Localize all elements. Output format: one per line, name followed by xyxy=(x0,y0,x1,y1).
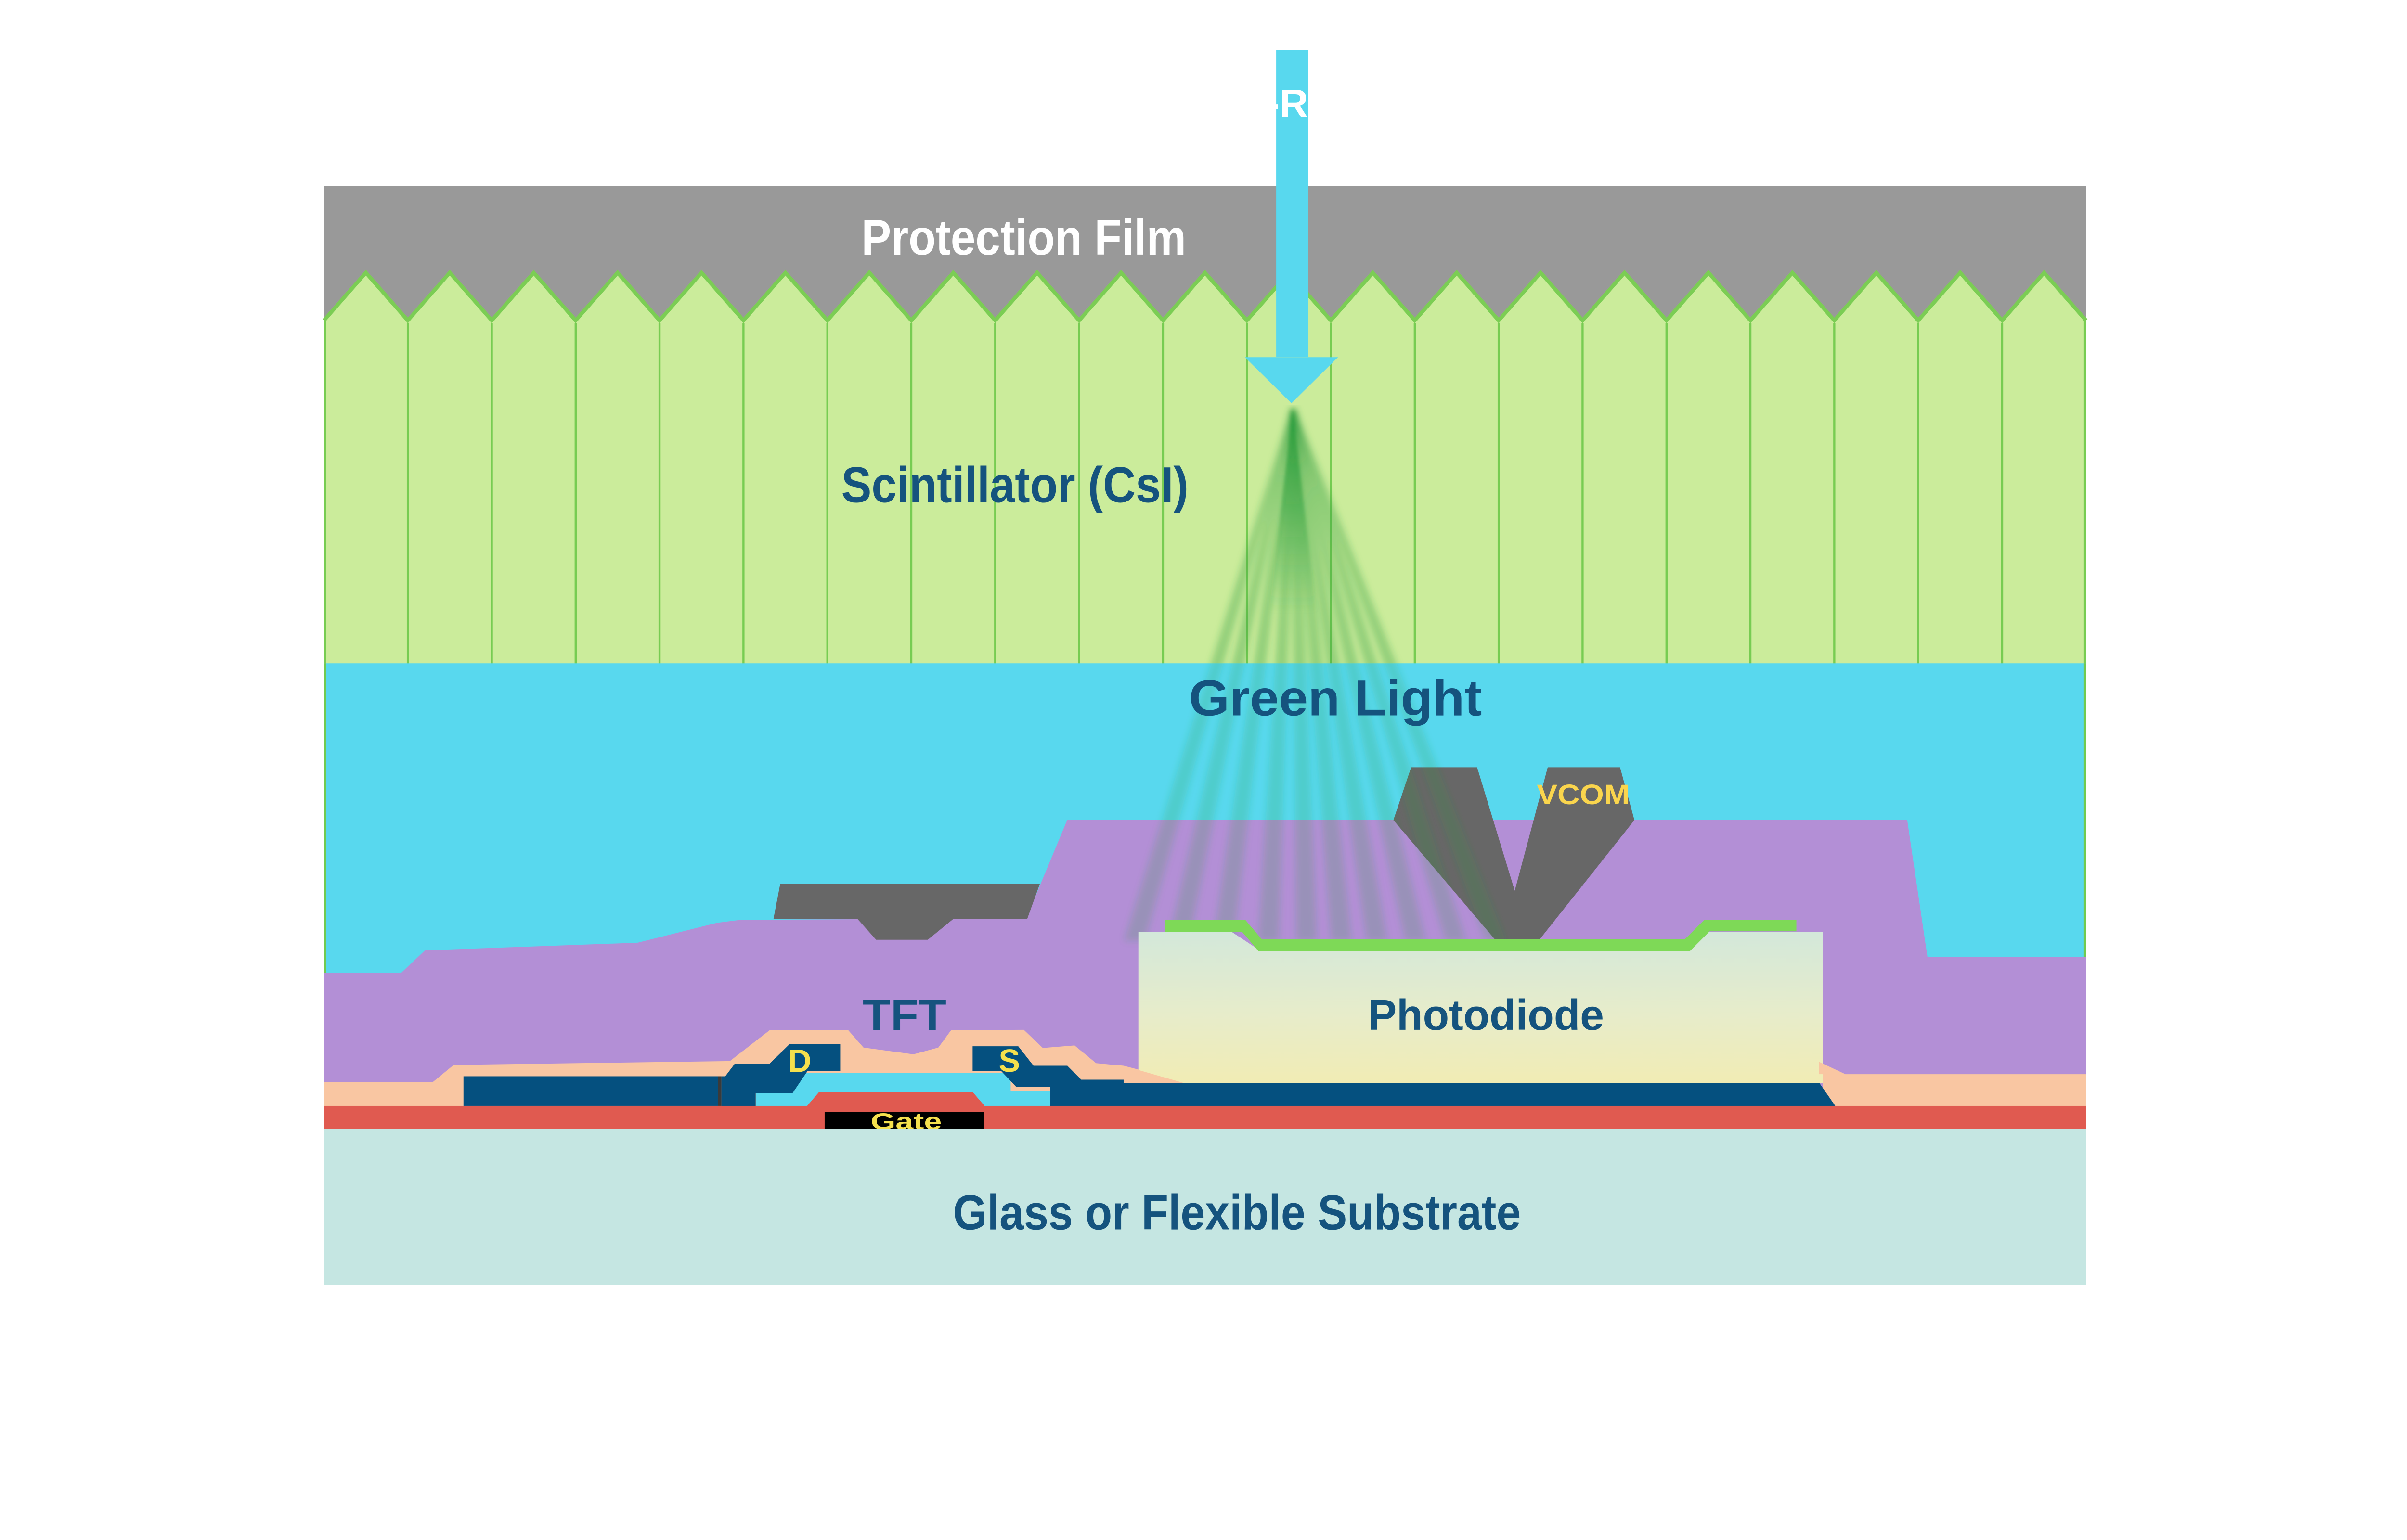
svg-text:Green Light: Green Light xyxy=(1189,670,1482,726)
svg-text:VCOM: VCOM xyxy=(1537,779,1630,810)
svg-text:TFT: TFT xyxy=(863,990,946,1040)
svg-text:X-Ray: X-Ray xyxy=(1240,81,1352,126)
svg-text:Gate: Gate xyxy=(871,1108,942,1134)
svg-text:S: S xyxy=(999,1043,1021,1079)
svg-text:Scintillator (CsI): Scintillator (CsI) xyxy=(841,457,1189,513)
svg-text:Photodiode: Photodiode xyxy=(1368,991,1604,1039)
svg-text:Glass or Flexible Substrate: Glass or Flexible Substrate xyxy=(953,1185,1521,1240)
svg-text:Protection Film: Protection Film xyxy=(861,209,1186,265)
svg-text:D: D xyxy=(788,1043,812,1079)
